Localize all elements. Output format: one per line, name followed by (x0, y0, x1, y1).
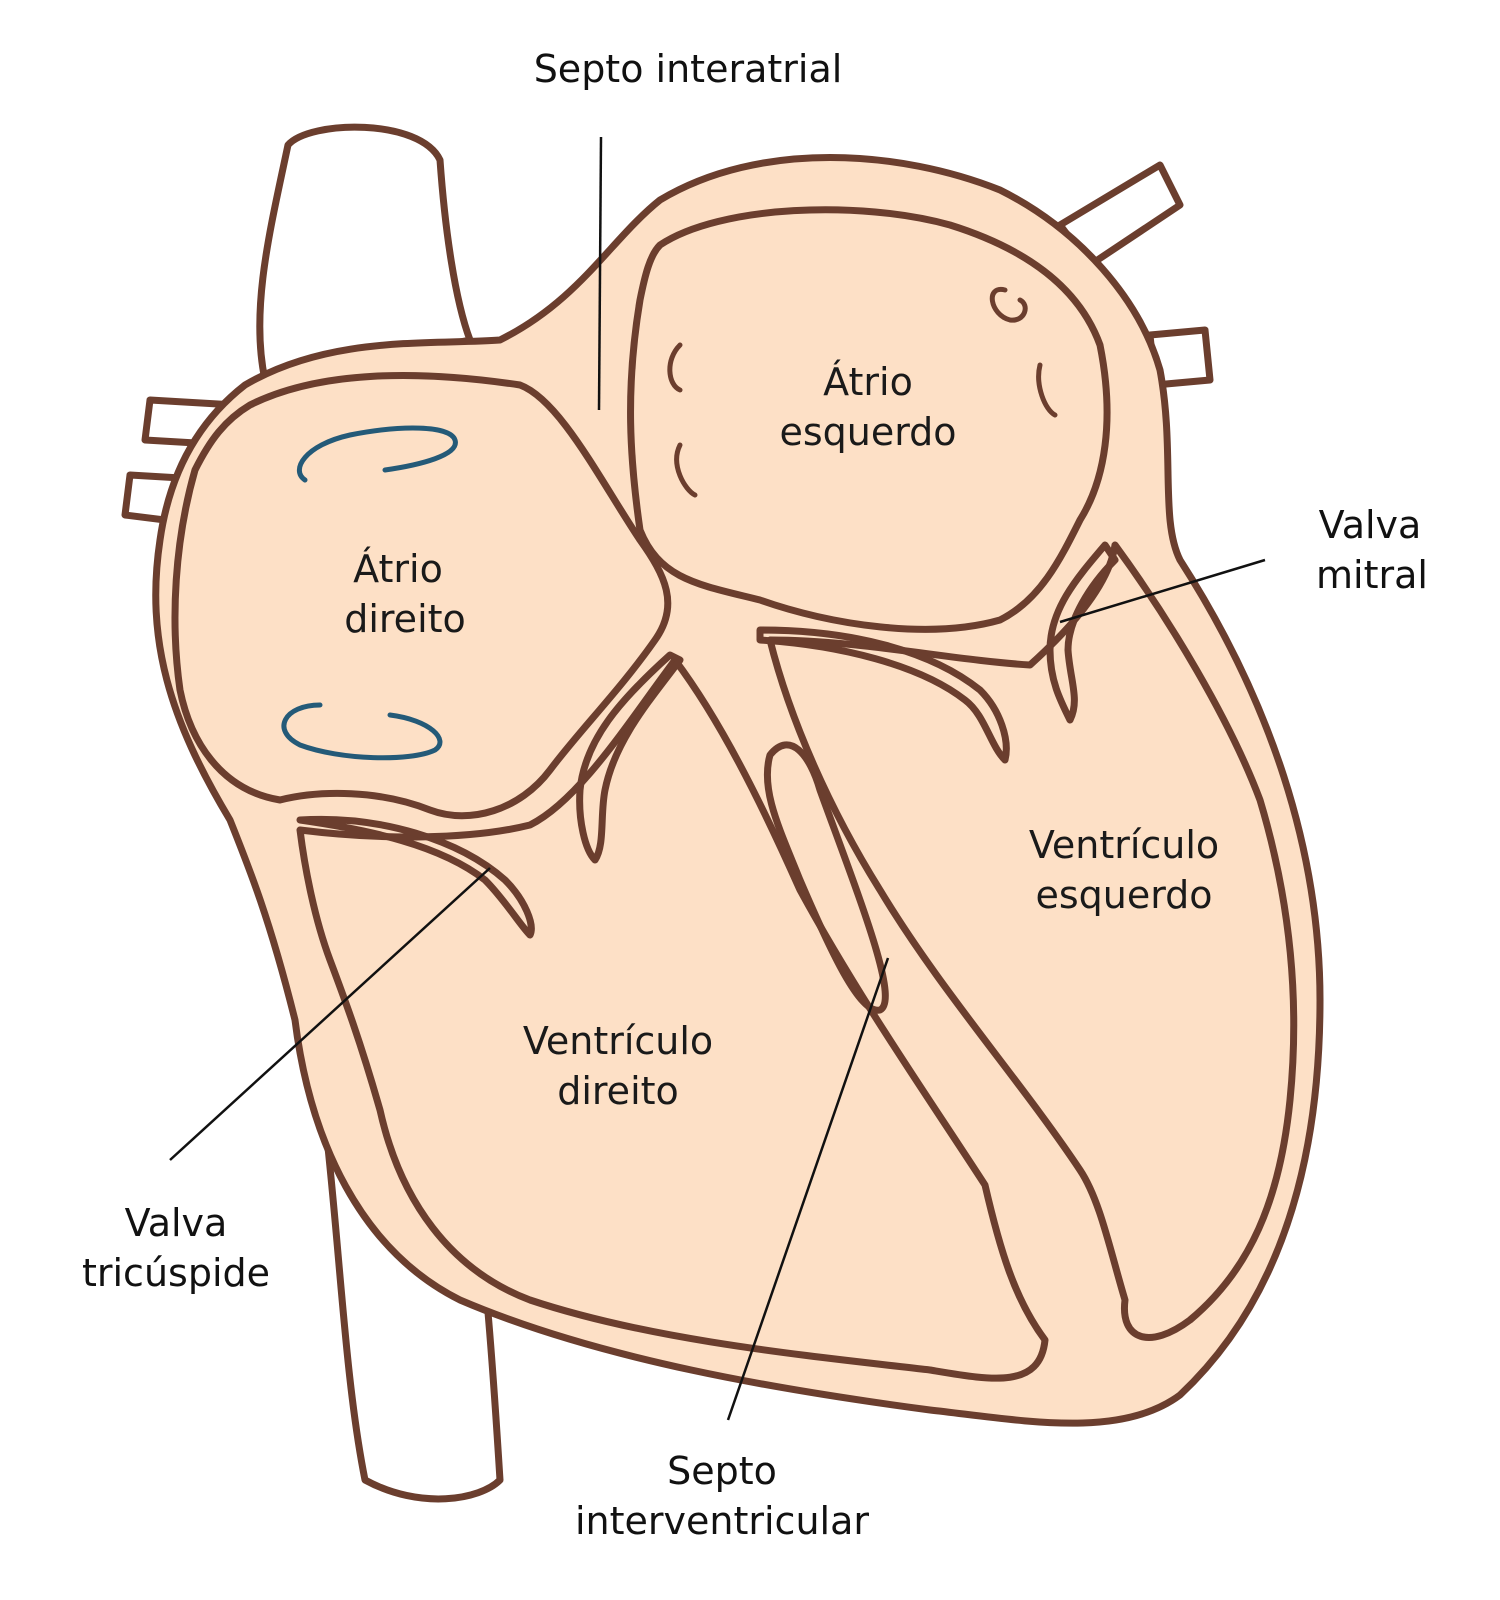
label-atrio-esquerdo-2: esquerdo (779, 410, 956, 454)
left-ventricle (766, 541, 1298, 1341)
right-atrium (171, 371, 672, 820)
left-atrium-swirl-4 (1036, 362, 1058, 418)
label-ventriculo-esquerdo-2: esquerdo (1035, 873, 1212, 917)
mitral-valve-leaflet-1 (756, 626, 1010, 764)
superior-vena-cava (256, 123, 474, 384)
label-valva-mitral-1: Valva (1319, 503, 1422, 547)
mitral-valve-leaflet-2 (1046, 541, 1119, 724)
label-atrio-direito-2: direito (344, 597, 466, 641)
inferior-vena-cava (321, 1116, 504, 1503)
tricuspid-valve-leaflet-2 (576, 651, 684, 864)
leader-septo-interatrial (597, 136, 603, 411)
left-atrium-swirl-1 (667, 342, 683, 393)
label-ventriculo-direito-1: Ventrículo (523, 1019, 713, 1063)
leader-valva-mitral (1059, 558, 1266, 624)
heart-wall (152, 154, 1324, 1427)
label-atrio-direito-1: Átrio (353, 547, 443, 591)
label-valva-mitral-2: mitral (1316, 553, 1428, 597)
label-septo-interventricular-1: Septo (667, 1449, 777, 1493)
label-atrio-esquerdo-1: Átrio (823, 360, 913, 404)
label-ventriculo-esquerdo-1: Ventrículo (1029, 823, 1219, 867)
leader-valva-tricuspide (169, 867, 491, 1161)
label-septo-interatrial: Septo interatrial (534, 47, 843, 91)
label-septo-interventricular-2: interventricular (575, 1499, 869, 1543)
label-valva-tricuspide-2: tricúspide (82, 1251, 270, 1295)
left-atrium (627, 206, 1111, 633)
label-valva-tricuspide-1: Valva (125, 1201, 228, 1245)
right-ventricle (296, 656, 1049, 1382)
label-ventriculo-direito-2: direito (557, 1069, 679, 1113)
leader-septo-interventricular (726, 957, 890, 1421)
right-atrium-swirl-bottom (281, 702, 443, 761)
right-atrium-swirl-top (297, 425, 458, 483)
septum-oval (763, 741, 889, 1014)
tricuspid-valve-leaflet-1 (296, 815, 535, 939)
left-atrium-swirl-2 (674, 442, 698, 498)
left-atrium-swirl-3 (989, 287, 1028, 323)
